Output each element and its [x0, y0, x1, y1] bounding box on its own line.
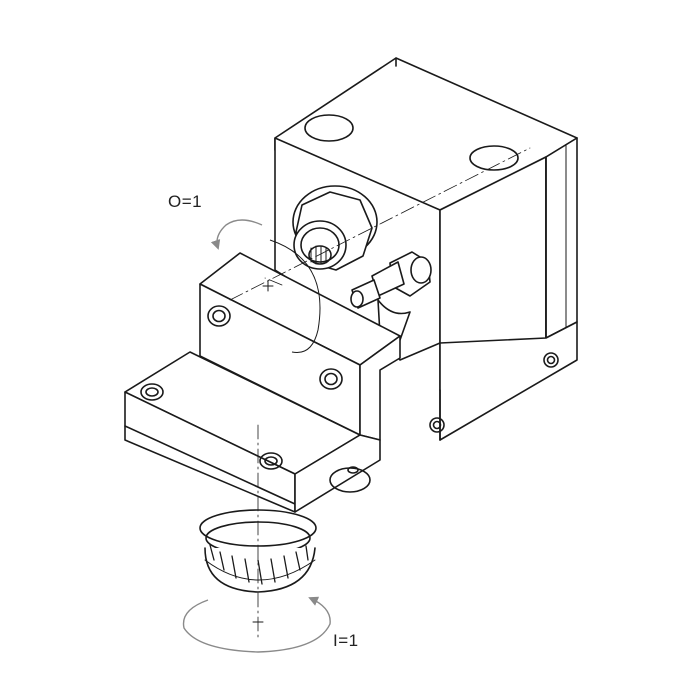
- side-screws: [429, 352, 559, 433]
- top-bore-holes: [304, 114, 519, 171]
- output-rotation-guide-icon: [269, 239, 321, 354]
- collet-nut: [292, 185, 378, 271]
- coolant-fitting: [350, 251, 432, 341]
- output-ratio-label: O=1: [168, 192, 203, 211]
- clamp-block: [199, 252, 401, 441]
- plate-screws: [140, 305, 371, 493]
- center-axes: [229, 147, 531, 641]
- output-rotation-icon: [210, 219, 263, 250]
- base-plate: [124, 351, 381, 513]
- input-rotation-icon: [182, 596, 331, 653]
- input-ratio-label: I=1: [333, 631, 359, 650]
